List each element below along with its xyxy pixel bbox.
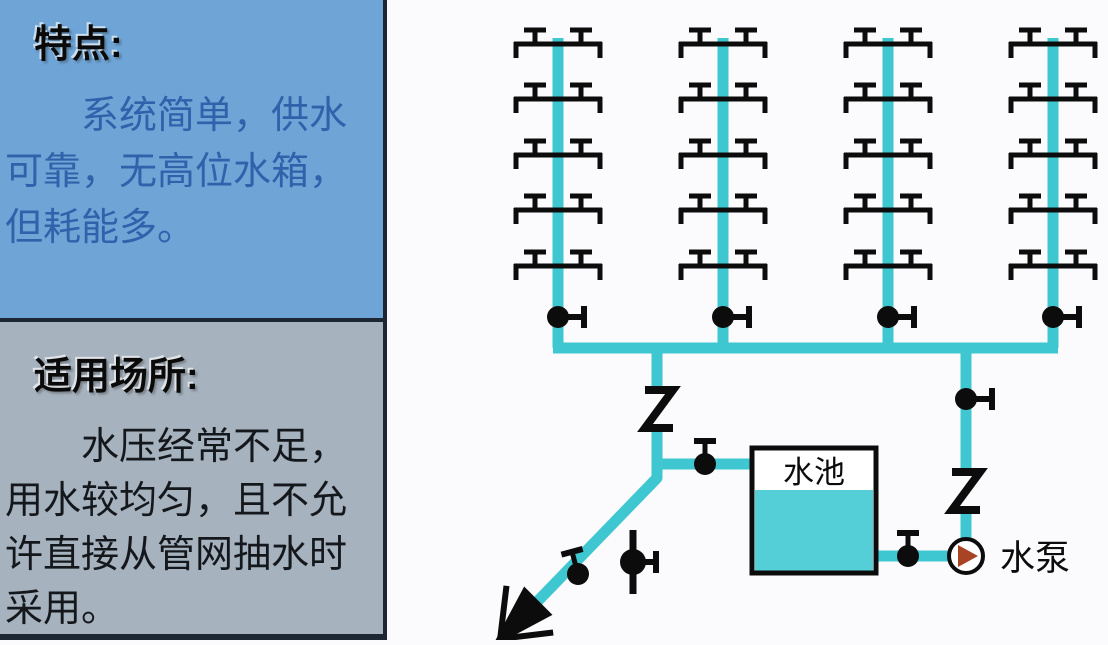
- suction-valve-icon: [897, 530, 919, 567]
- riser-valve-icon: [712, 306, 752, 328]
- features-body: 系统简单，供水 可靠，无高位水箱， 但耗能多。: [0, 88, 383, 256]
- faucet-icon: [558, 193, 603, 224]
- usage-section: 适用场所: 水压经常不足， 用水较均匀，且不允 许直接从管网抽水时 采用。: [0, 322, 383, 634]
- inlet-valve-icon: [560, 546, 589, 585]
- faucet-icon: [513, 193, 558, 224]
- faucet-icon: [843, 82, 888, 113]
- faucet-icon: [1053, 27, 1098, 58]
- faucet-icon: [843, 193, 888, 224]
- faucet-icon: [678, 138, 723, 169]
- tank-feed-valve-icon: [694, 438, 716, 475]
- usage-line: 许直接从管网抽水时: [5, 534, 348, 576]
- pump-impeller: [958, 545, 978, 567]
- valve-handle: [560, 546, 584, 558]
- faucet-icon: [1008, 82, 1053, 113]
- faucet-icon: [888, 138, 933, 169]
- faucet-icon: [888, 249, 933, 280]
- features-section: 特点: 系统简单，供水 可靠，无高位水箱， 但耗能多。: [0, 0, 383, 322]
- faucet-icon: [723, 27, 768, 58]
- riser-valve-icon: [877, 306, 917, 328]
- tank-water: [755, 490, 873, 571]
- faucet-icon: [843, 138, 888, 169]
- faucet-icon: [513, 82, 558, 113]
- riser-valve-icon: [547, 306, 587, 328]
- faucet-icon: [558, 249, 603, 280]
- faucet-icon: [513, 249, 558, 280]
- z-break-icon: [944, 468, 988, 514]
- usage-line: 用水较均匀，且不允: [5, 480, 348, 522]
- z-break-icon: [637, 386, 681, 432]
- faucet-icon: [513, 138, 558, 169]
- faucet-icon: [558, 82, 603, 113]
- features-heading: 特点:: [34, 24, 123, 66]
- faucet-icon: [1008, 138, 1053, 169]
- faucet-icon: [723, 193, 768, 224]
- inlet-diagonal-pipe: [529, 427, 663, 610]
- riser-valve-icon: [1042, 306, 1082, 328]
- faucet-icon: [1008, 249, 1053, 280]
- faucet-icon: [558, 138, 603, 169]
- faucet-icon: [723, 82, 768, 113]
- faucet-icon: [558, 27, 603, 58]
- discharge-valve-icon: [955, 388, 995, 410]
- faucet-icon: [678, 27, 723, 58]
- info-panel: 特点: 系统简单，供水 可靠，无高位水箱， 但耗能多。 适用场所: 水压经常不足…: [0, 0, 387, 640]
- usage-line: 采用。: [5, 588, 120, 630]
- pump-label: 水泵: [1000, 539, 1070, 578]
- faucet-icon: [843, 249, 888, 280]
- faucet-icon: [1053, 138, 1098, 169]
- faucet-icon: [723, 249, 768, 280]
- pump-icon: [947, 537, 985, 575]
- usage-line: 水压经常不足，: [81, 426, 348, 468]
- piping-diagram: 水池水泵: [387, 0, 1108, 645]
- water-tank: 水池: [749, 445, 879, 576]
- arrow-head: [491, 586, 553, 645]
- valve-stem: [570, 553, 581, 575]
- faucet-icon: [888, 27, 933, 58]
- features-line: 可靠，无高位水箱，: [5, 151, 348, 193]
- inlet-arrow-icon: [491, 585, 554, 645]
- features-line: 系统简单，供水: [81, 95, 348, 137]
- faucet-icon: [1053, 249, 1098, 280]
- usage-heading: 适用场所:: [34, 356, 199, 398]
- faucet-icon: [1008, 193, 1053, 224]
- faucet-icon: [513, 27, 558, 58]
- drain-valve-icon: [620, 530, 659, 594]
- faucet-icon: [888, 193, 933, 224]
- faucet-icon: [678, 249, 723, 280]
- faucet-icon: [678, 82, 723, 113]
- faucet-icon: [723, 138, 768, 169]
- faucet-icon: [1053, 193, 1098, 224]
- features-line: 但耗能多。: [5, 207, 196, 249]
- tank-label: 水池: [783, 455, 845, 490]
- faucet-icon: [1053, 82, 1098, 113]
- faucet-icon: [888, 82, 933, 113]
- faucet-icon: [1008, 27, 1053, 58]
- faucet-icon: [678, 193, 723, 224]
- usage-body: 水压经常不足， 用水较均匀，且不允 许直接从管网抽水时 采用。: [0, 420, 383, 634]
- faucet-icon: [843, 27, 888, 58]
